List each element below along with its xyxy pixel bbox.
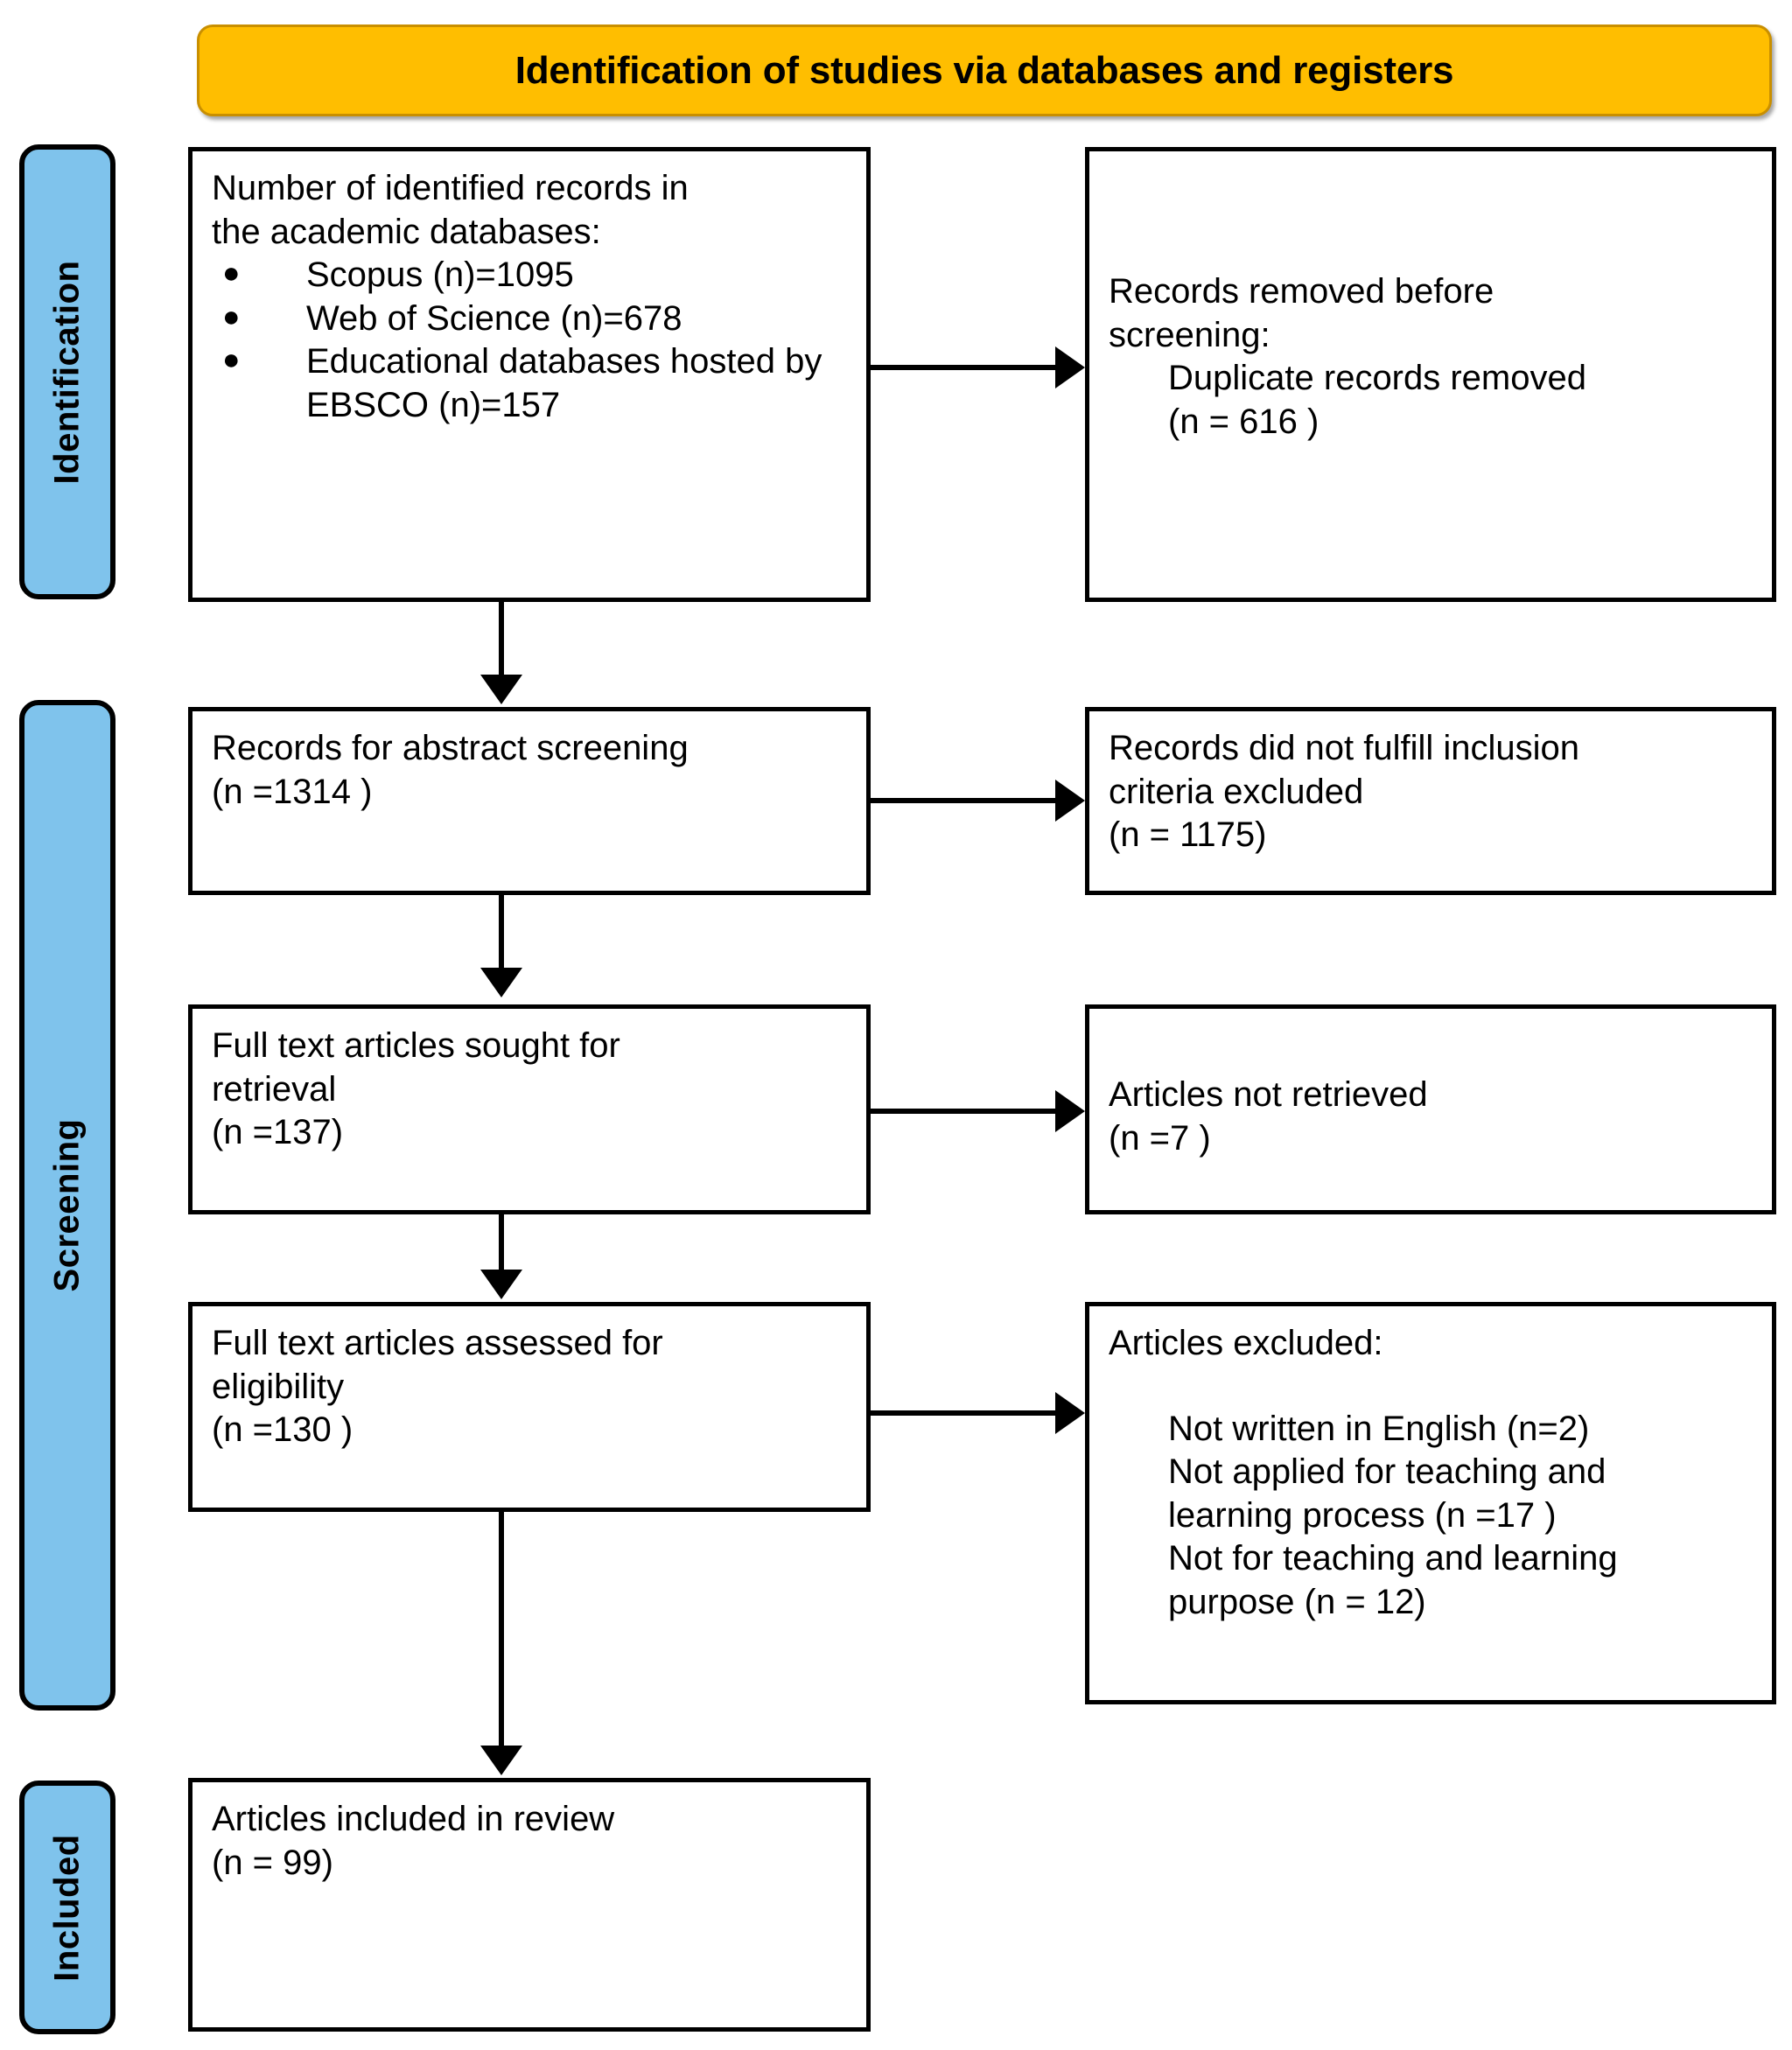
articles-excluded-heading: Articles excluded: bbox=[1109, 1324, 1383, 1362]
excluded-reason-not-purpose: Not for teaching and learning purpose (n… bbox=[1168, 1539, 1618, 1621]
arrow-identified-to-abstract-head bbox=[480, 675, 522, 704]
box-articles-not-retrieved: Articles not retrieved (n =7 ) bbox=[1085, 1004, 1776, 1214]
list-item: Educational databases hosted by EBSCO (n… bbox=[212, 339, 847, 427]
arrow-identified-to-removed-line bbox=[871, 365, 1059, 370]
removed-heading-italic: before screening bbox=[1109, 272, 1494, 354]
arrow-abstract-to-not-fulfill-line bbox=[871, 798, 1059, 803]
not-fulfill-text: Records did not fulfill inclusion criter… bbox=[1109, 729, 1580, 855]
removed-duplicate-count: Duplicate records removed (n = 616 ) bbox=[1168, 359, 1586, 441]
arrow-abstract-to-sought-line bbox=[499, 895, 504, 970]
abstract-screening-text: Records for abstract screening (n =1314 … bbox=[212, 729, 689, 811]
box-articles-included: Articles included in review (n = 99) bbox=[188, 1778, 871, 2032]
articles-sought-text: Full text articles sought for retrieval … bbox=[212, 1026, 620, 1152]
arrow-abstract-to-sought-head bbox=[480, 968, 522, 997]
box-articles-eligibility: Full text articles assessed for eligibil… bbox=[188, 1302, 871, 1512]
arrow-sought-to-not-retrieved-line bbox=[871, 1109, 1059, 1114]
articles-not-retrieved-text: Articles not retrieved (n =7 ) bbox=[1109, 1075, 1428, 1158]
excluded-reason-not-applied: Not applied for teaching and learning pr… bbox=[1168, 1452, 1606, 1535]
arrow-sought-to-eligibility-line bbox=[499, 1214, 504, 1272]
box-abstract-screening: Records for abstract screening (n =1314 … bbox=[188, 707, 871, 895]
identified-database-list: Scopus (n)=1095 Web of Science (n)=678 E… bbox=[212, 252, 847, 427]
header-banner: Identification of studies via databases … bbox=[197, 24, 1772, 116]
box-articles-sought: Full text articles sought for retrieval … bbox=[188, 1004, 871, 1214]
articles-eligibility-text: Full text articles assessed for eligibil… bbox=[212, 1324, 663, 1450]
list-item: Web of Science (n)=678 bbox=[212, 296, 847, 341]
box-identified-records: Number of identified records in the acad… bbox=[188, 147, 871, 602]
stage-label-identification: Identification bbox=[19, 144, 116, 599]
box-records-not-fulfill: Records did not fulfill inclusion criter… bbox=[1085, 707, 1776, 895]
removed-heading-suffix: : bbox=[1260, 315, 1270, 354]
stage-label-screening: Screening bbox=[19, 700, 116, 1711]
removed-heading: Records removed before screening: bbox=[1109, 270, 1753, 357]
box-records-removed: Records removed before screening: Duplic… bbox=[1085, 147, 1776, 602]
box-articles-excluded: Articles excluded: Not written in Englis… bbox=[1085, 1302, 1776, 1704]
removed-heading-prefix: Records removed bbox=[1109, 272, 1395, 311]
arrow-identified-to-removed-head bbox=[1055, 346, 1085, 388]
header-title: Identification of studies via databases … bbox=[514, 48, 1454, 92]
identified-intro-text: Number of identified records in the acad… bbox=[212, 169, 689, 251]
arrow-eligibility-to-included-head bbox=[480, 1746, 522, 1775]
arrow-sought-to-eligibility-head bbox=[480, 1270, 522, 1299]
arrow-abstract-to-not-fulfill-head bbox=[1055, 780, 1085, 822]
articles-included-text: Articles included in review (n = 99) bbox=[212, 1800, 615, 1882]
arrow-identified-to-abstract-line bbox=[499, 602, 504, 677]
stage-label-included: Included bbox=[19, 1781, 116, 2034]
arrow-eligibility-to-excluded-head bbox=[1055, 1392, 1085, 1434]
arrow-eligibility-to-included-line bbox=[499, 1512, 504, 1748]
excluded-reason-not-english: Not written in English (n=2) bbox=[1168, 1409, 1590, 1448]
stage-label-screening-text: Screening bbox=[47, 1118, 87, 1292]
stage-label-included-text: Included bbox=[47, 1833, 87, 1982]
arrow-eligibility-to-excluded-line bbox=[871, 1410, 1059, 1416]
arrow-sought-to-not-retrieved-head bbox=[1055, 1090, 1085, 1132]
list-item: Scopus (n)=1095 bbox=[212, 252, 847, 297]
stage-label-identification-text: Identification bbox=[47, 260, 87, 484]
